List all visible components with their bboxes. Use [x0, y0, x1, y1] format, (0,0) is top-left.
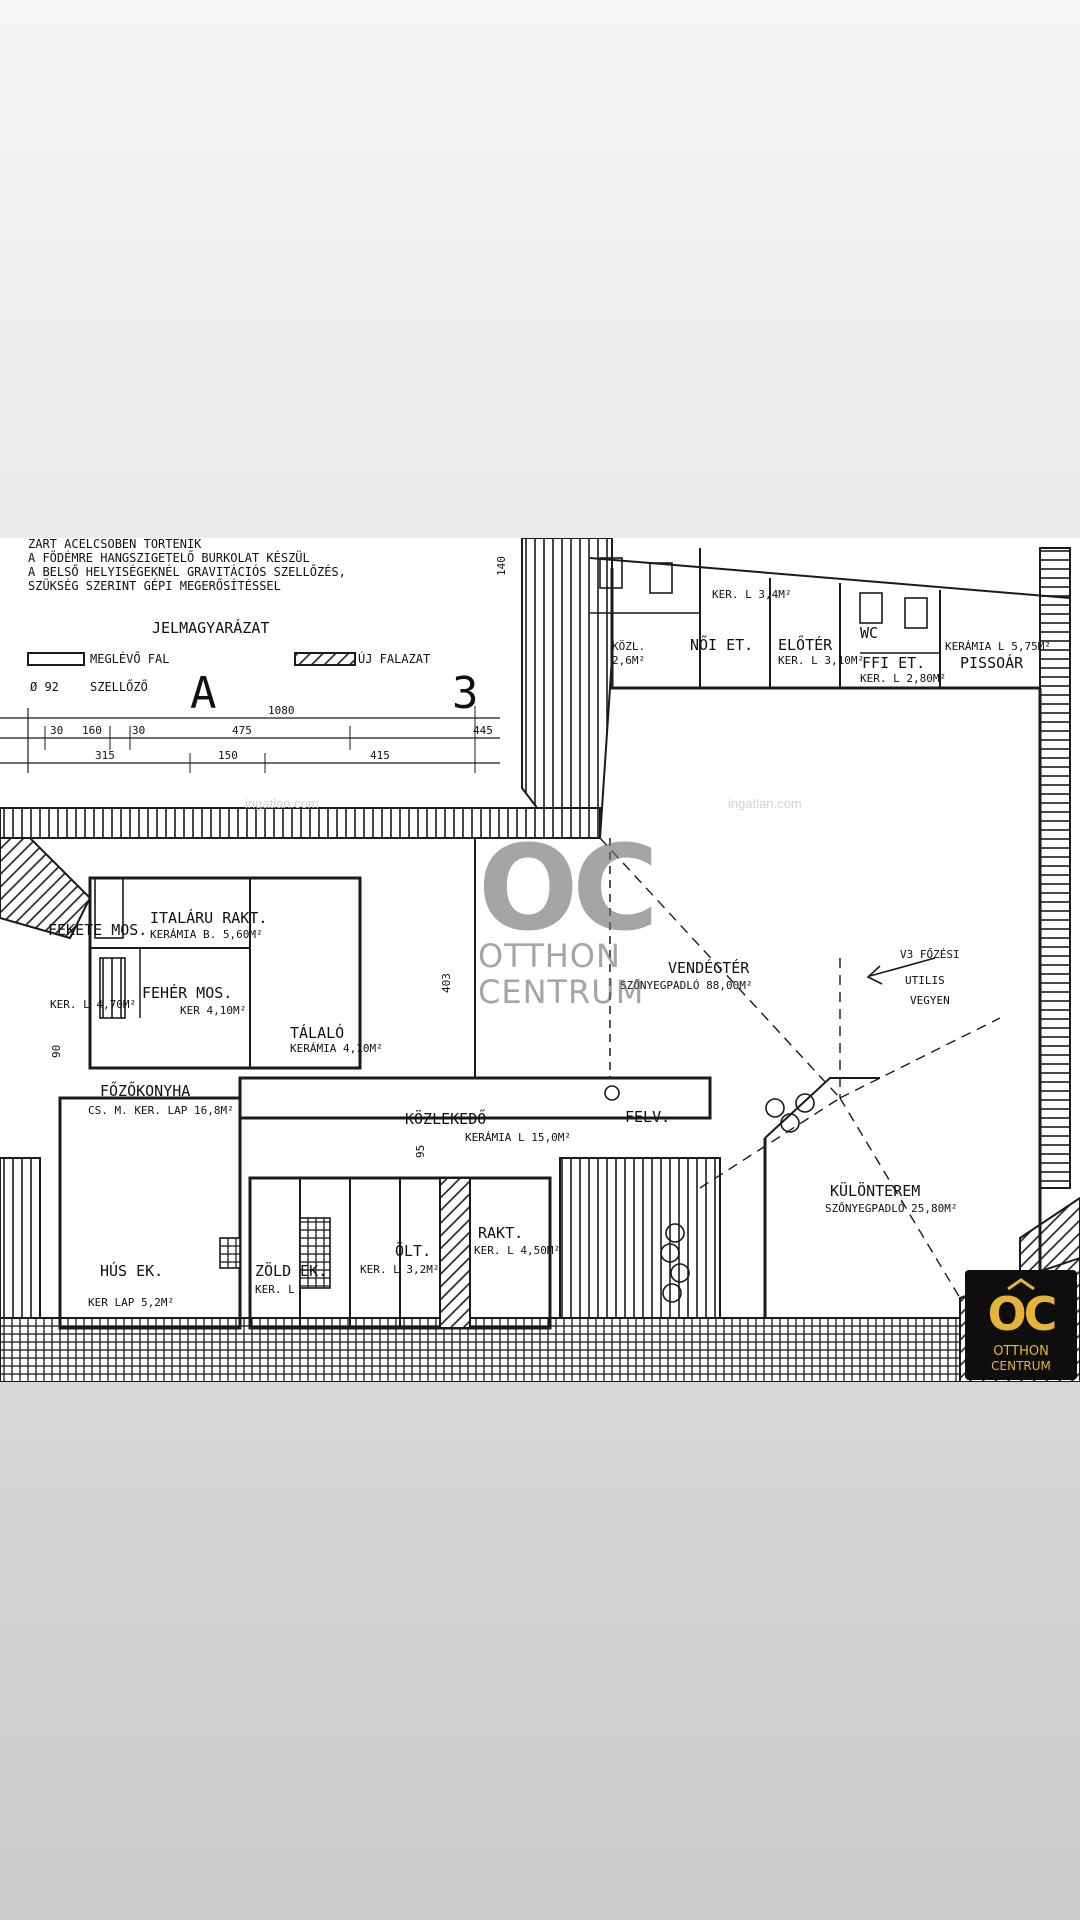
room-eloter: ELŐTÉR	[778, 634, 833, 654]
dimension-d6: 315	[95, 749, 115, 762]
note-line-4: SZÜKSÉG SZERINT GÉPI MEGERŐSÍTÉSSEL	[28, 577, 281, 593]
watermark-word-1: OTTHON	[478, 937, 621, 975]
badge-mark: OC	[987, 1287, 1058, 1341]
otthon-centrum-watermark: OC OTTHON CENTRUM	[478, 819, 659, 1011]
room-kozlekedo-detail: KERÁMIA L 15,0M²	[465, 1131, 571, 1144]
floor-plan: ZÁRT ACÉLCSÖBEN TÖRTÉNIK A FÖDÉMRE HANGS…	[0, 538, 1080, 1382]
dimension-overall: 1080	[268, 704, 295, 717]
room-kozlekedo: KÖZLEKEDŐ	[405, 1108, 486, 1128]
room-olt: ÖLT.	[395, 1241, 431, 1260]
room-labels: ITALÁRU RAKT. KERÁMIA B. 5,60M² FEKETE M…	[48, 588, 1051, 1309]
room-talalo-detail: KERÁMIA 4,10M²	[290, 1042, 383, 1055]
room-hus-ek-detail: KER LAP 5,2M²	[88, 1296, 174, 1309]
general-notes: ZÁRT ACÉLCSÖBEN TÖRTÉNIK A FÖDÉMRE HANGS…	[28, 538, 346, 593]
room-wc: WC	[860, 624, 878, 642]
site-watermark-2: ingatlan.com	[728, 796, 802, 811]
badge-word-2: CENTRUM	[991, 1359, 1051, 1373]
handwritten-line-1: V3 FŐZÉSI	[900, 947, 960, 961]
note-line-1: ZÁRT ACÉLCSÖBEN TÖRTÉNIK	[28, 538, 202, 551]
handwritten-line-3: VEGYEN	[910, 994, 950, 1007]
room-noi-et: NŐI ET.	[690, 634, 753, 654]
house-roof-icon	[1007, 1278, 1035, 1290]
room-kozl-detail: 2,6M²	[612, 654, 645, 667]
watermark-mark: OC	[478, 819, 659, 957]
badge-word-1: OTTHON	[993, 1344, 1049, 1359]
legend: JELMAGYARÁZAT MEGLÉVŐ FAL ÚJ FALAZAT Ø 9…	[27, 618, 430, 694]
room-italaru-rakt: ITALÁRU RAKT.	[150, 908, 267, 927]
room-noi-et-detail: KER. L 3,4M²	[712, 588, 791, 601]
legend-existing-wall: MEGLÉVŐ FAL	[90, 651, 169, 666]
dashed-lines	[599, 837, 1001, 1299]
legend-vent-code: Ø 92	[30, 680, 59, 694]
dimension-d1: 30	[50, 724, 63, 737]
new-wall-swatch	[294, 652, 356, 666]
dimension-d7: 150	[218, 749, 238, 762]
legend-title: JELMAGYARÁZAT	[152, 618, 269, 637]
note-line-3: A BELSŐ HELYISÉGEKNÉL GRAVITÁCIÓS SZELLŐ…	[28, 564, 346, 579]
room-vendegter: VENDÉGTÉR	[668, 958, 750, 977]
dimension-d5: 445	[473, 724, 493, 737]
room-kulonterem: KÜLÖNTEREM	[830, 1181, 920, 1200]
legend-new-wall: ÚJ FALAZAT	[358, 651, 430, 666]
room-olt-detail: KER. L 3,2M²	[360, 1263, 439, 1276]
note-line-2: A FÖDÉMRE HANGSZIGETELŐ BURKOLAT KÉSZÜL	[28, 549, 310, 565]
dimension-d11: 403	[440, 973, 453, 993]
section-marker-3: 3	[452, 668, 479, 719]
hatched-walls	[0, 538, 1080, 1382]
dimension-d8: 415	[370, 749, 390, 762]
dimension-d9: 140	[495, 556, 508, 576]
room-fozokonyha-detail: CS. M. KER. LAP 16,8M²	[88, 1104, 234, 1117]
site-watermark-1: ingatlan.com	[245, 796, 319, 811]
room-ffi-et-detail: KER. L 2,80M²	[860, 672, 946, 685]
section-marker-a: A	[190, 668, 217, 719]
room-rakt-detail: KER. L 4,50M²	[474, 1244, 560, 1257]
room-italaru-rakt-detail: KERÁMIA B. 5,60M²	[150, 928, 263, 941]
interior-walls	[58, 548, 1071, 1330]
dimension-d3: 30	[132, 724, 145, 737]
room-feher-mos: FEHÉR MOS.	[142, 983, 232, 1002]
legend-vent: SZELLŐZŐ	[90, 679, 148, 694]
room-fekete-mos: FEKETE MOS.	[48, 921, 147, 939]
room-zold-ek-detail: KER. L	[255, 1283, 295, 1296]
dimension-d2: 160	[82, 724, 102, 737]
fixtures	[94, 557, 928, 1303]
room-kozl: KÖZL.	[612, 640, 645, 653]
room-felv: FELV.	[625, 1108, 670, 1126]
dimension-d13: 90	[50, 1045, 63, 1058]
dimension-lines: 1080 30 160 30 475 445 315 150 415 140 1…	[0, 556, 508, 1158]
existing-wall-swatch	[27, 652, 85, 666]
room-vendegter-detail: SZŐNYEGPADLÓ 88,00M²	[620, 978, 752, 992]
room-zold-ek: ZÖLD EK.	[255, 1261, 327, 1280]
watermark-word-2: CENTRUM	[478, 973, 645, 1011]
room-kulonterem-detail: SZŐNYEGPADLÓ 25,80M²	[825, 1201, 957, 1215]
dimension-d14: 95	[414, 1145, 427, 1158]
room-fozokonyha: FŐZŐKONYHA	[100, 1080, 190, 1100]
room-feher-mos-detail: KER 4,10M²	[180, 1004, 246, 1017]
room-eloter-detail: KER. L 3,10M²	[778, 654, 864, 667]
room-talalo: TÁLALÓ	[290, 1023, 344, 1042]
room-rakt: RAKT.	[478, 1224, 523, 1242]
room-ffi-et: FFI ET.	[862, 654, 925, 672]
room-pissoar-detail: KERÁMIA L 5,75M²	[945, 640, 1051, 653]
otthon-centrum-logo-badge: OC OTTHON CENTRUM	[965, 1270, 1077, 1380]
room-pissoar: PISSOÁR	[960, 653, 1024, 672]
handwritten-line-2: UTILIS	[905, 974, 945, 987]
floor-plan-drawing: ZÁRT ACÉLCSÖBEN TÖRTÉNIK A FÖDÉMRE HANGS…	[0, 538, 1080, 1382]
dimension-d4: 475	[232, 724, 252, 737]
handwritten-note: V3 FŐZÉSI UTILIS VEGYEN	[866, 947, 960, 1007]
room-fekete-mos-detail: KER. L 4,70M²	[50, 998, 136, 1011]
room-hus-ek: HÚS EK.	[100, 1261, 163, 1280]
